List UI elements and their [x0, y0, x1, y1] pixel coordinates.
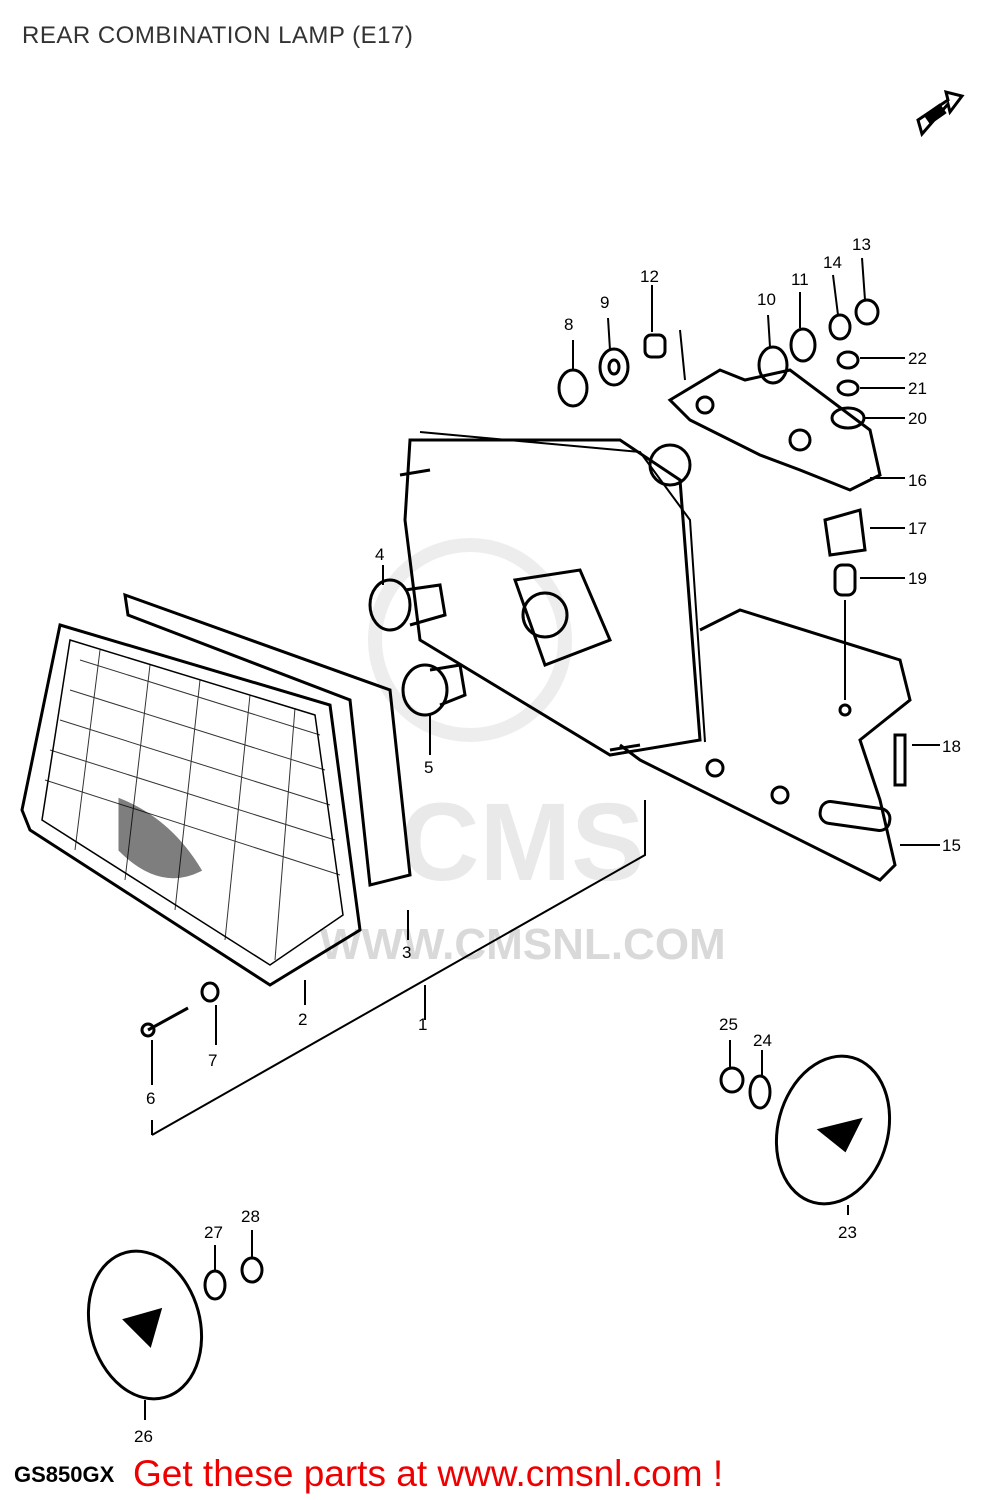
callout-21: 21 — [908, 379, 927, 398]
callout-16: 16 — [908, 471, 927, 490]
callout-14: 14 — [823, 253, 842, 272]
model-code: GS850GX — [14, 1462, 115, 1487]
callout-20: 20 — [908, 409, 927, 428]
callout-5: 5 — [424, 758, 433, 777]
callout-22: 22 — [908, 349, 927, 368]
callout-2: 2 — [298, 1010, 307, 1029]
callout-9: 9 — [600, 293, 609, 312]
callout-labels: 1 2 3 4 5 6 7 8 9 10 11 12 13 14 15 16 1… — [134, 235, 961, 1446]
callout-3: 3 — [402, 943, 411, 962]
callout-10: 10 — [757, 290, 776, 309]
callout-11: 11 — [791, 270, 809, 289]
reflector-right — [774, 1054, 892, 1206]
callout-28: 28 — [241, 1207, 260, 1226]
watermark-text: WWW.CMSNL.COM — [320, 920, 726, 969]
callout-12: 12 — [640, 267, 659, 286]
callout-4: 4 — [375, 545, 384, 564]
callout-26: 26 — [134, 1427, 153, 1446]
lamp-housing — [399, 431, 706, 757]
callout-6: 6 — [146, 1089, 155, 1108]
leader-lines — [144, 257, 940, 1420]
callout-23: 23 — [838, 1223, 857, 1242]
watermark-logo-text: CMS — [400, 781, 644, 904]
reflector-left — [86, 1249, 204, 1401]
diagram-title: REAR COMBINATION LAMP (E17) — [22, 22, 414, 49]
watermark-logo: CMS — [368, 538, 644, 904]
callout-8: 8 — [564, 315, 573, 334]
mounting-bracket — [667, 368, 882, 492]
bulb-tail-stop — [368, 578, 447, 632]
bulb-license — [401, 663, 467, 717]
lens-assembly — [20, 623, 362, 987]
small-hardware — [140, 298, 907, 1301]
callout-24: 24 — [753, 1031, 772, 1050]
callout-1: 1 — [418, 1015, 427, 1034]
gasket — [123, 592, 412, 887]
callout-13: 13 — [852, 235, 871, 254]
front-direction-arrow-icon — [916, 89, 965, 138]
callout-7: 7 — [208, 1051, 217, 1070]
callout-27: 27 — [204, 1223, 223, 1242]
cta-link[interactable]: Get these parts at www.cmsnl.com ! — [133, 1453, 724, 1494]
callout-25: 25 — [719, 1015, 738, 1034]
callout-15: 15 — [942, 836, 961, 855]
callout-19: 19 — [908, 569, 927, 588]
lamp-bracket — [619, 608, 912, 882]
callout-17: 17 — [908, 519, 927, 538]
callout-18: 18 — [942, 737, 961, 756]
